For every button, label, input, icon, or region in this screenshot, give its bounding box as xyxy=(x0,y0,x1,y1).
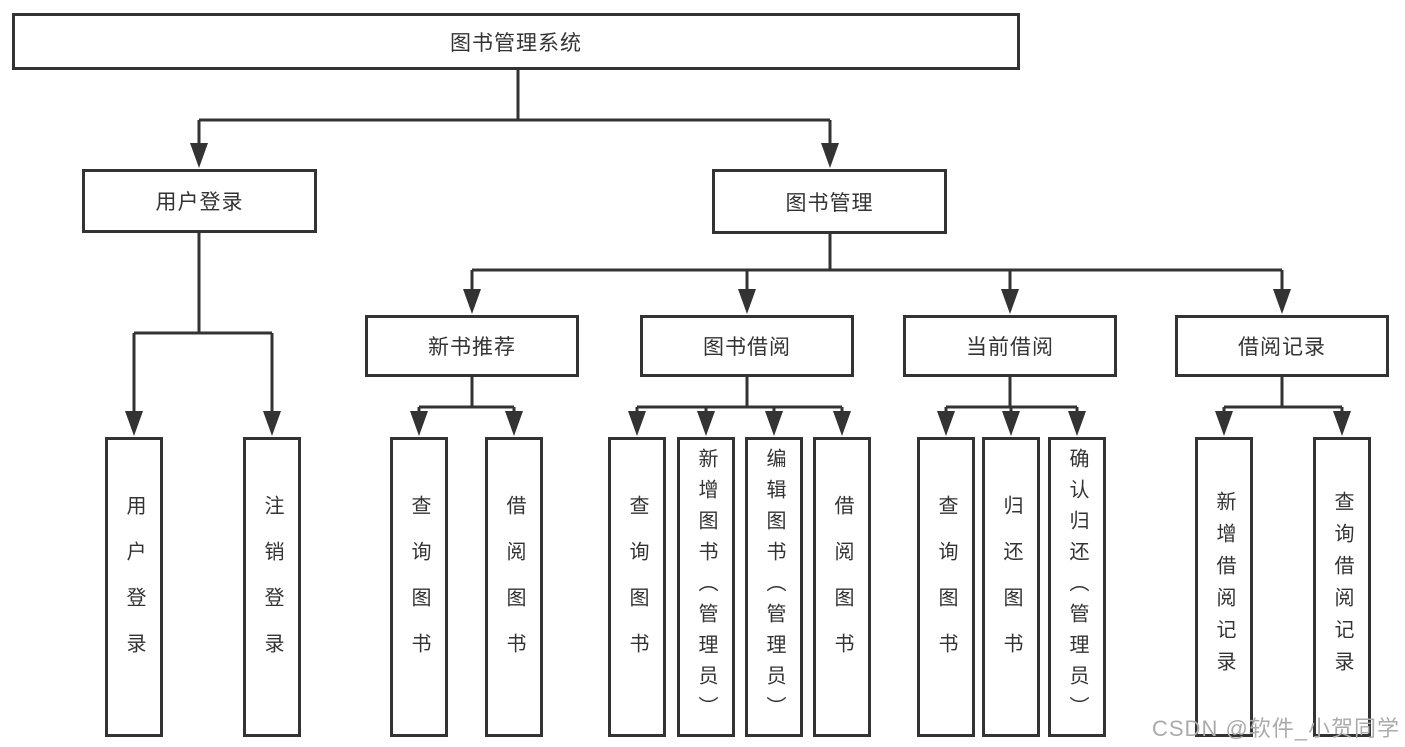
node-borrow-record-label: 借阅记录 xyxy=(1238,336,1326,359)
leaf-logout: 注销登录 xyxy=(243,437,301,737)
arrow-icon xyxy=(1215,411,1233,436)
node-book-management: 图书管理 xyxy=(712,169,947,234)
leaf-add-borrow-record-label: 新增借阅记录 xyxy=(1213,491,1235,683)
edge-book-borrow-to-leaves xyxy=(635,377,844,412)
arrow-icon xyxy=(1333,411,1351,436)
leaf-query-borrow-record-label: 查询借阅记录 xyxy=(1331,491,1353,683)
node-book-management-label: 图书管理 xyxy=(785,191,874,215)
edge-new-book-rec-to-leaves xyxy=(417,377,516,412)
leaf-add-book-admin: 新增图书（管理员） xyxy=(677,437,735,737)
leaf-user-login-label: 用户登录 xyxy=(123,495,145,679)
arrow-icon xyxy=(125,411,143,436)
arrow-icon xyxy=(821,143,839,168)
arrowheads xyxy=(125,143,1351,436)
node-system-root-label: 图书管理系统 xyxy=(450,31,582,55)
node-user-login-label: 用户登录 xyxy=(155,191,244,214)
leaf-borrow-book-label: 借阅图书 xyxy=(831,495,853,679)
leaf-query-book-borrow: 查询图书 xyxy=(608,437,666,737)
node-system-root: 图书管理系统 xyxy=(12,13,1020,70)
node-current-borrow: 当前借阅 xyxy=(903,315,1117,377)
arrow-icon xyxy=(697,411,715,436)
leaf-return-book: 归还图书 xyxy=(982,437,1040,737)
leaf-confirm-return-admin: 确认归还（管理员） xyxy=(1048,437,1106,737)
leaf-query-book-borrow-label: 查询图书 xyxy=(626,495,648,679)
arrow-icon xyxy=(1068,411,1086,436)
arrow-icon xyxy=(1001,289,1019,314)
arrow-icon xyxy=(263,411,281,436)
edge-root-to-level2 xyxy=(197,70,832,144)
leaf-query-book-current: 查询图书 xyxy=(917,437,975,737)
leaf-query-book-recommend: 查询图书 xyxy=(390,437,448,737)
node-book-borrow: 图书借阅 xyxy=(640,315,854,377)
leaf-query-book-current-label: 查询图书 xyxy=(935,495,957,679)
arrow-icon xyxy=(505,411,523,436)
node-borrow-record: 借阅记录 xyxy=(1175,315,1389,377)
leaf-borrow-book: 借阅图书 xyxy=(813,437,871,737)
edge-book-mgmt-to-level3 xyxy=(470,234,1284,290)
leaf-borrow-book-recommend-label: 借阅图书 xyxy=(503,495,525,679)
node-current-borrow-label: 当前借阅 xyxy=(966,336,1054,359)
leaf-add-borrow-record: 新增借阅记录 xyxy=(1195,437,1253,737)
node-book-borrow-label: 图书借阅 xyxy=(703,336,791,359)
edge-user-login-to-leaves xyxy=(132,233,274,412)
leaf-edit-book-admin: 编辑图书（管理员） xyxy=(745,437,803,737)
leaf-logout-label: 注销登录 xyxy=(261,495,283,679)
leaf-add-book-admin-label: 新增图书（管理员） xyxy=(695,447,717,727)
leaf-confirm-return-admin-label: 确认归还（管理员） xyxy=(1066,447,1088,727)
csdn-watermark: CSDN @软件_小贺同学 xyxy=(1152,716,1401,741)
arrow-icon xyxy=(833,411,851,436)
leaf-return-book-label: 归还图书 xyxy=(1000,495,1022,679)
edge-current-borrow-to-leaves xyxy=(944,377,1079,412)
arrow-icon xyxy=(410,411,428,436)
arrow-icon xyxy=(765,411,783,436)
node-new-book-recommend: 新书推荐 xyxy=(365,315,579,377)
leaf-query-borrow-record: 查询借阅记录 xyxy=(1313,437,1371,737)
arrow-icon xyxy=(628,411,646,436)
arrow-icon xyxy=(190,143,208,168)
arrow-icon xyxy=(738,289,756,314)
edge-borrow-record-to-leaves xyxy=(1222,377,1344,412)
arrow-icon xyxy=(1002,411,1020,436)
leaf-query-book-recommend-label: 查询图书 xyxy=(408,495,430,679)
arrow-icon xyxy=(1273,289,1291,314)
leaf-user-login: 用户登录 xyxy=(105,437,163,737)
arrow-icon xyxy=(463,289,481,314)
arrow-icon xyxy=(937,411,955,436)
node-new-book-recommend-label: 新书推荐 xyxy=(428,336,516,359)
node-user-login: 用户登录 xyxy=(82,169,317,233)
leaf-edit-book-admin-label: 编辑图书（管理员） xyxy=(763,447,785,727)
leaf-borrow-book-recommend: 借阅图书 xyxy=(485,437,543,737)
